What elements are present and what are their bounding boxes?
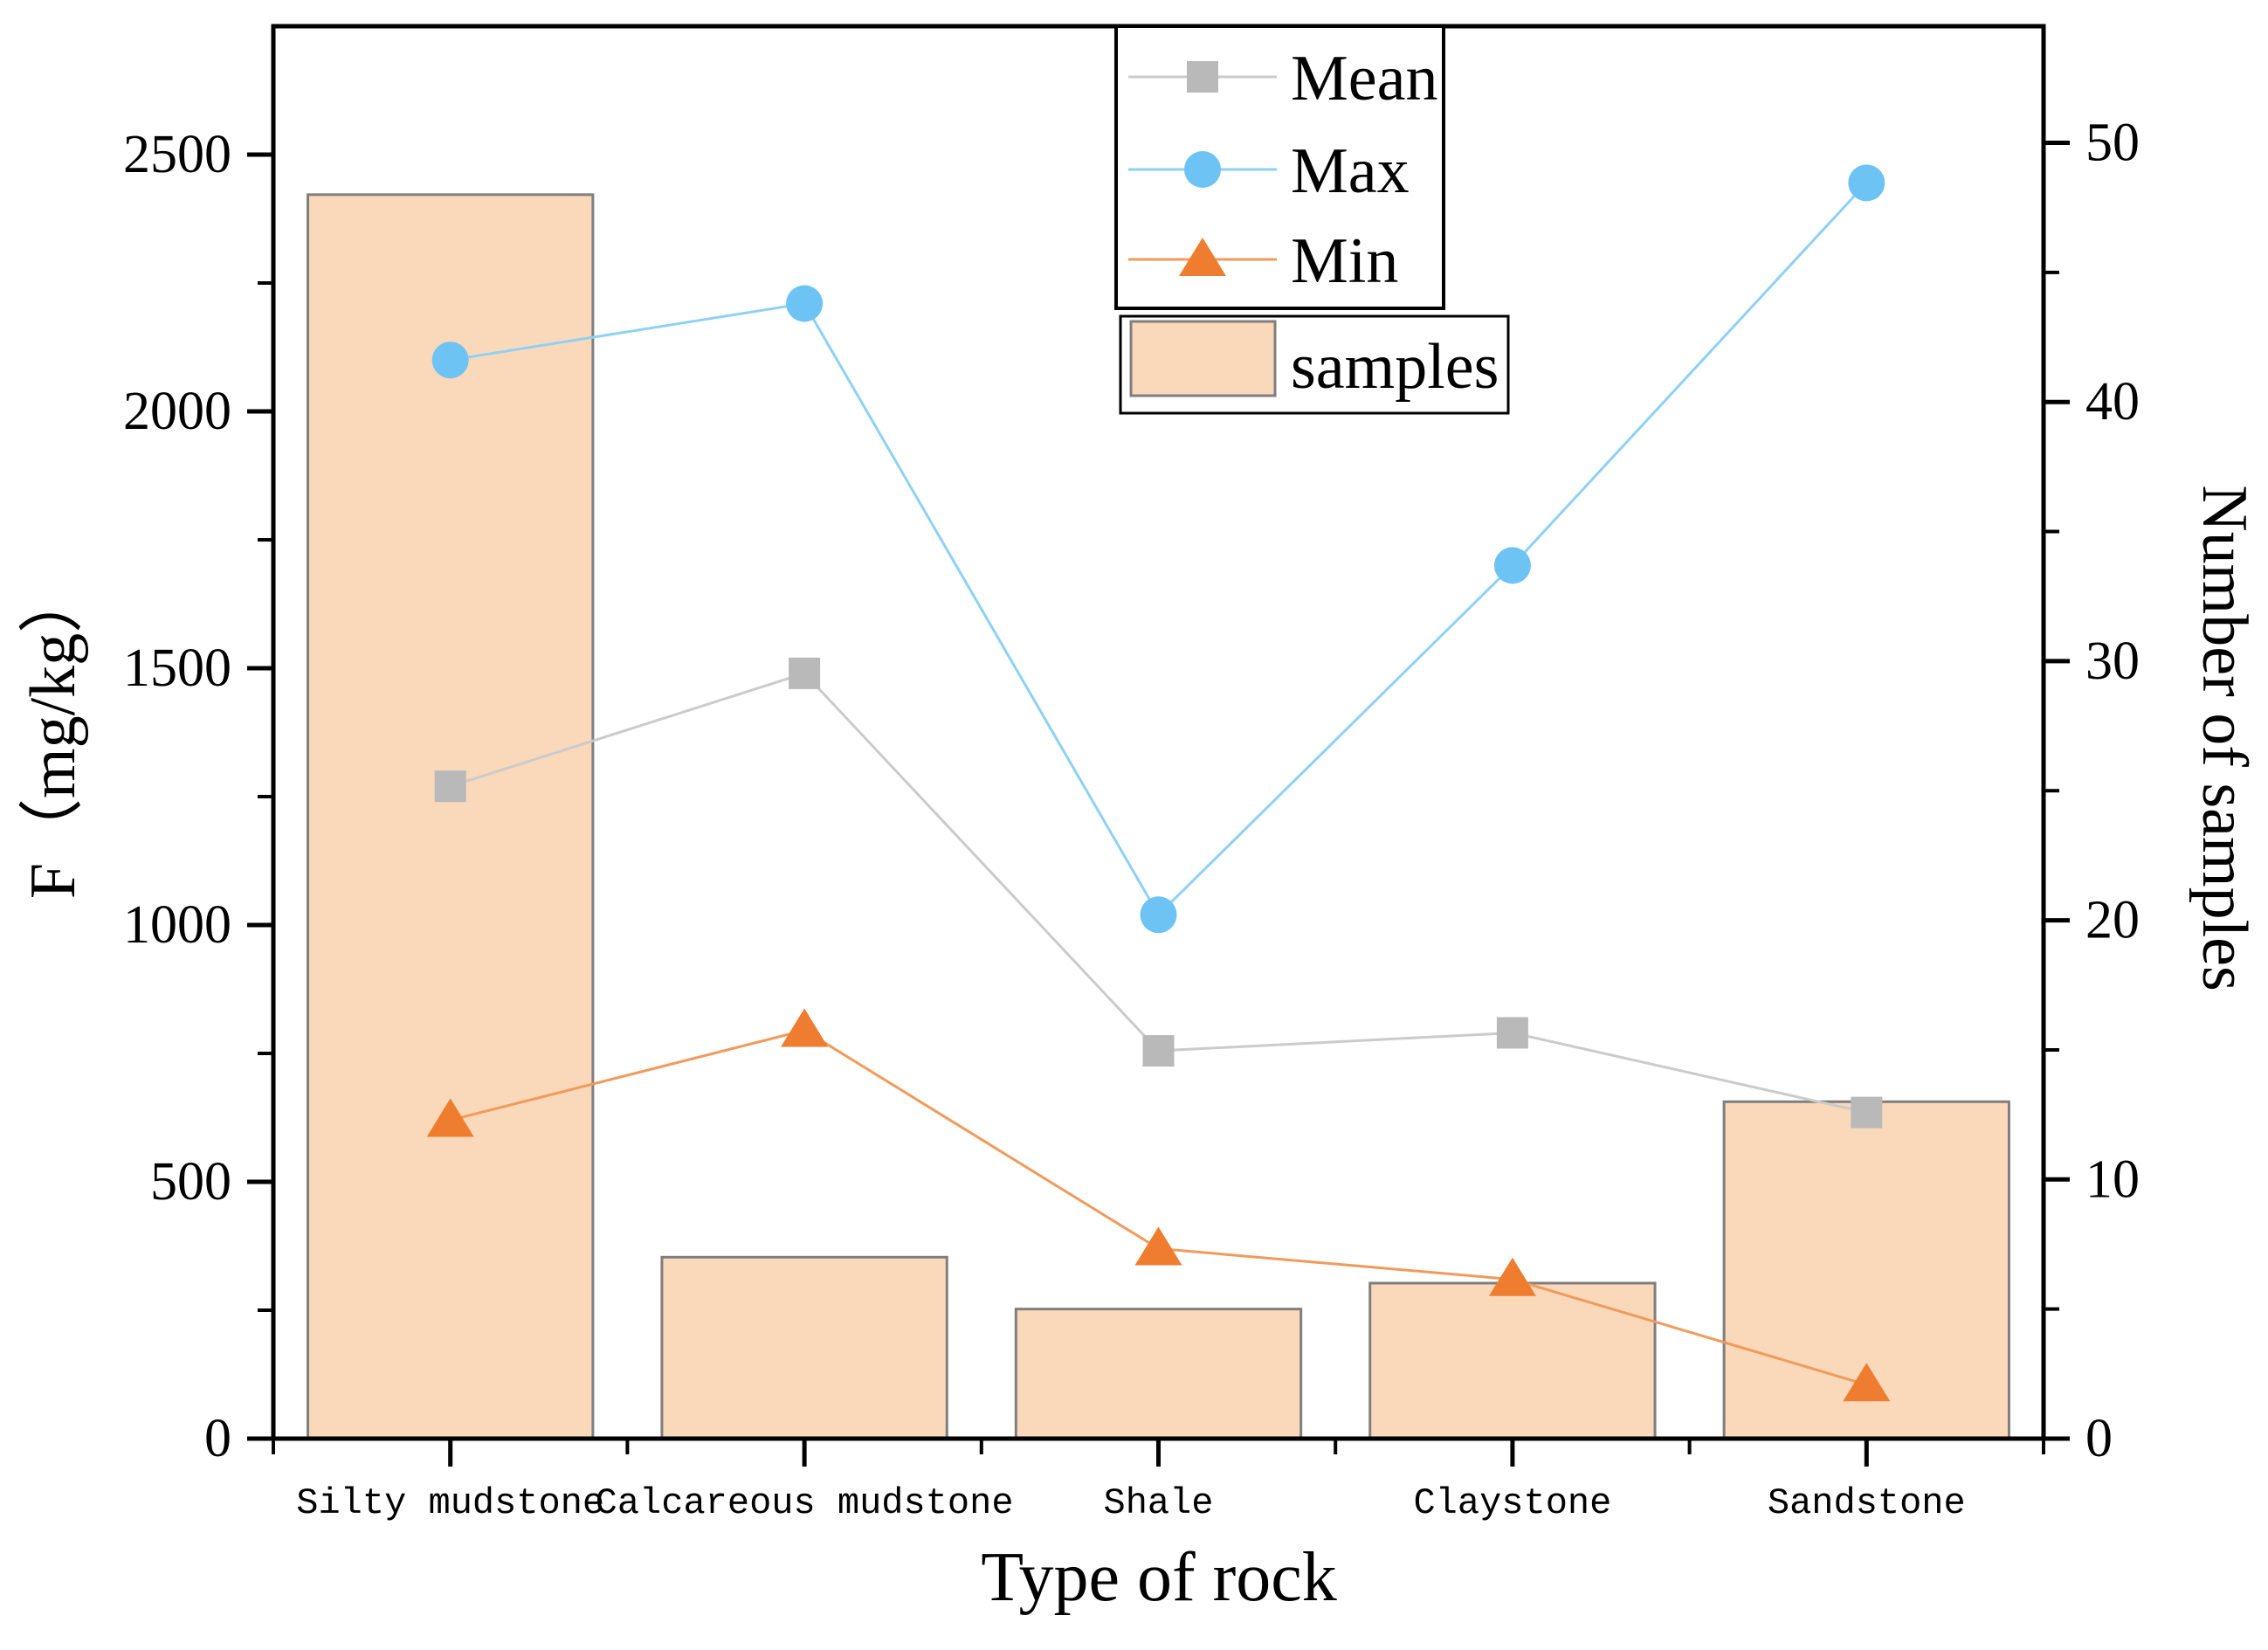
square-marker-icon — [789, 657, 821, 689]
left-tick-label: 2000 — [123, 382, 231, 441]
legend-lines: Mean Max Min — [1114, 24, 1445, 310]
left-tick-label: 1500 — [123, 639, 231, 698]
circle-marker-icon — [1140, 896, 1177, 934]
right-axis-title: Number of samples — [2189, 485, 2260, 991]
triangle-marker-icon — [781, 1008, 829, 1047]
circle-marker-icon — [1848, 164, 1885, 202]
circle-marker-icon — [1493, 547, 1531, 584]
legend-bars: samples — [1119, 314, 1510, 415]
legend-box — [1114, 24, 1445, 310]
bar — [1014, 1308, 1303, 1440]
triangle-marker-icon — [1488, 1257, 1536, 1296]
right-tick-label: 30 — [2085, 632, 2140, 691]
square-marker-icon — [1496, 1017, 1528, 1049]
left-tick-label: 2500 — [123, 125, 231, 184]
samples-bars — [307, 193, 2010, 1440]
bar — [660, 1255, 948, 1440]
square-marker-icon — [434, 770, 466, 803]
legend-label-mean: Mean — [1291, 43, 1438, 114]
triangle-marker-icon — [1843, 1363, 1891, 1402]
square-marker-icon — [1187, 61, 1218, 93]
x-category-label: Claystone — [1413, 1482, 1611, 1524]
left-tick-label: 500 — [150, 1152, 231, 1212]
right-tick-label: 20 — [2085, 891, 2140, 950]
right-tick-label: 0 — [2085, 1409, 2113, 1468]
legend-label-max: Max — [1291, 135, 1410, 207]
bar — [307, 193, 595, 1440]
square-marker-icon — [1142, 1035, 1175, 1067]
triangle-marker-icon — [1179, 238, 1226, 276]
x-category-label: Sandstone — [1768, 1482, 1966, 1524]
right-tick-label: 50 — [2085, 114, 2140, 173]
x-category-label: Shale — [1103, 1482, 1213, 1524]
triangle-marker-icon — [1134, 1226, 1182, 1266]
legend-entry-mean: Mean — [1128, 43, 1438, 114]
legend-entry-min: Min — [1128, 225, 1398, 297]
square-marker-icon — [1851, 1096, 1883, 1129]
x-category-label: Silty mudstone — [296, 1482, 604, 1524]
circle-marker-icon — [1184, 151, 1221, 188]
line-series — [426, 164, 1891, 1402]
circle-marker-icon — [431, 342, 469, 379]
circle-marker-icon — [786, 285, 824, 322]
left-tick-label: 0 — [204, 1409, 231, 1468]
right-tick-label: 40 — [2085, 372, 2140, 431]
triangle-marker-icon — [426, 1098, 474, 1137]
x-axis-title: Type of rock — [981, 1539, 1337, 1616]
legend-label-samples: samples — [1291, 331, 1499, 403]
samples-swatch-icon — [1129, 320, 1277, 397]
legend-label-min: Min — [1291, 225, 1398, 297]
x-category-label: Calcareous mudstone — [596, 1482, 1014, 1524]
bar — [1368, 1281, 1657, 1440]
left-axis-title: F（mg/kg） — [17, 569, 89, 899]
legend-entry-max: Max — [1128, 135, 1410, 207]
right-tick-label: 10 — [2085, 1149, 2140, 1209]
left-tick-label: 1000 — [123, 895, 231, 955]
